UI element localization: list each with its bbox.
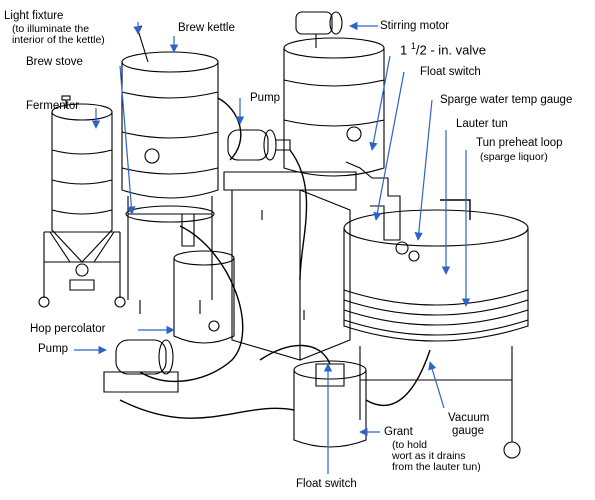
lauter-tun-label: Lauter tun	[456, 118, 508, 130]
valve-label: 1 1/2 - in. valve	[400, 41, 486, 58]
pump-top-drawing	[227, 129, 291, 161]
mash-tank-drawing	[283, 11, 401, 241]
lauter-tun-drawing	[343, 209, 529, 459]
valve-whole: 1	[400, 42, 408, 58]
float-switch-top-label: Float switch	[420, 66, 481, 78]
brew-stove-label: Brew stove	[26, 56, 83, 68]
brew-kettle-label: Brew kettle	[178, 22, 235, 34]
light-fixture-note-2: interior of the kettle)	[12, 34, 105, 46]
light-fixture-note-1: (to illuminate the	[12, 23, 90, 35]
sparge-gauge-label: Sparge water temp gauge	[440, 94, 573, 106]
hoses	[119, 97, 471, 419]
pump-bottom-label: Pump	[38, 343, 69, 355]
stirring-motor-label: Stirring motor	[380, 20, 450, 32]
valve-denominator: 2	[419, 42, 427, 58]
vacuum-gauge-label-1: Vacuum	[448, 412, 490, 424]
fermentor-label: Fermentor	[26, 100, 80, 112]
grant-note-2: wort as it drains	[392, 450, 466, 462]
pump-bottom-drawing	[103, 339, 179, 393]
hop-percolator-label: Hop percolator	[30, 323, 106, 335]
pump-top-label: Pump	[250, 92, 281, 104]
float-switch-bottom-label: Float switch	[296, 478, 357, 490]
tun-preheat-note: (sparge liquor)	[480, 151, 548, 163]
grant-drawing	[293, 360, 367, 448]
tun-preheat-label: Tun preheat loop	[476, 137, 563, 149]
hop-percolator-drawing	[173, 214, 235, 344]
valve-rest: - in. valve	[430, 42, 486, 58]
light-fixture-label: Light fixture	[4, 10, 64, 22]
leader-lines	[74, 21, 471, 474]
valve-numerator: 1	[410, 41, 416, 51]
support-table-drawing	[223, 171, 357, 361]
line-drawing	[38, 11, 529, 459]
brew-kettle-drawing	[121, 25, 219, 314]
fermentor-drawing	[38, 95, 126, 308]
grant-label: Grant	[384, 426, 413, 438]
grant-note-3: from the lauter tun)	[392, 461, 481, 473]
grant-note-1: (to hold	[392, 439, 428, 451]
vacuum-gauge-label-2: gauge	[452, 425, 484, 437]
